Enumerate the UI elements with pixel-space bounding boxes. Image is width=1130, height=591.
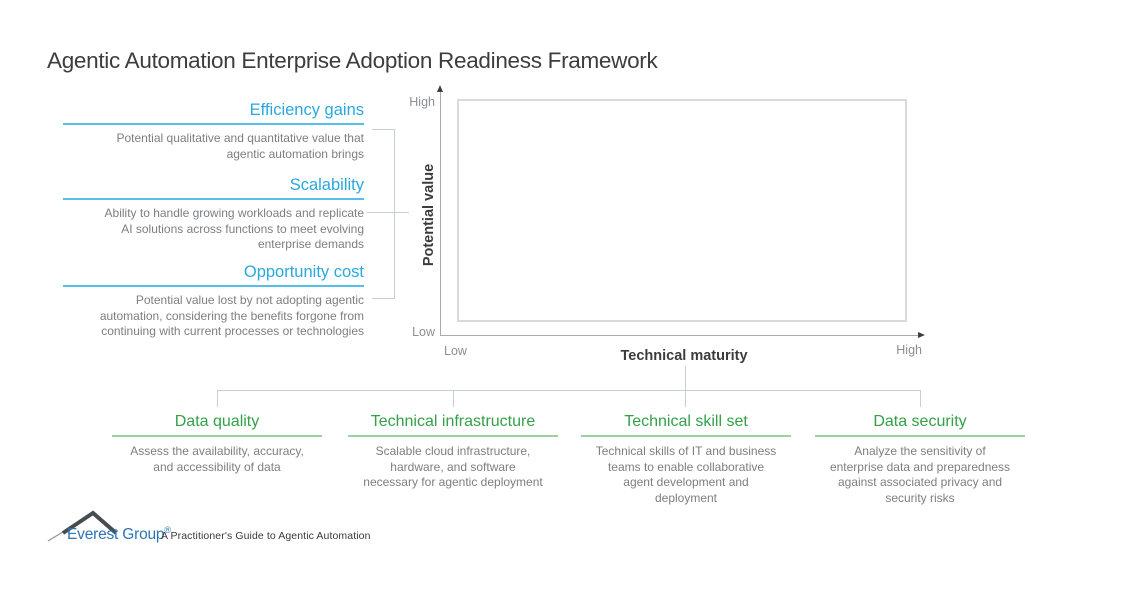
readiness-factor-description: Assess the availability, accuracy,and ac… [130, 444, 304, 474]
y-axis-line [440, 92, 441, 335]
y-axis-arrow-icon [437, 85, 443, 92]
value-driver-underline [63, 123, 364, 125]
value-driver-description: Ability to handle growing workloads and … [104, 206, 364, 251]
matrix-plot-area [457, 99, 907, 322]
page-title: Agentic Automation Enterprise Adoption R… [47, 48, 658, 73]
readiness-factor-label: Data quality [174, 413, 260, 430]
registered-mark: ® [164, 525, 171, 535]
value-driver-label: Opportunity cost [243, 263, 364, 281]
x-axis-low-label: Low [444, 344, 467, 358]
factors-connector-drop [217, 390, 218, 407]
brand-name: Everest Group® [67, 525, 171, 544]
value-drivers-bracket-bottom [372, 298, 395, 299]
brand-logo: Everest Group® A Practitioner's Guide to… [46, 508, 406, 548]
value-drivers-bracket-top [372, 129, 395, 130]
value-driver-item: Scalability Ability to handle growing wo… [63, 175, 364, 253]
readiness-factor-item: Technical skill set Technical skills of … [566, 412, 806, 506]
value-driver-description: Potential value lost by not adopting age… [99, 293, 364, 338]
factors-connector-drop [685, 390, 686, 407]
value-driver-item: Opportunity cost Potential value lost by… [63, 262, 364, 340]
y-axis-low-label: Low [412, 325, 435, 339]
readiness-factor-underline [581, 435, 791, 437]
x-axis-high-label: High [896, 343, 922, 357]
readiness-factor-underline [348, 435, 558, 437]
y-axis-title: Potential value [421, 163, 437, 267]
readiness-factor-item: Data quality Assess the availability, ac… [97, 412, 337, 475]
factors-connector-drop [453, 390, 454, 407]
value-drivers-bracket-middle [367, 212, 409, 213]
y-axis-high-label: High [409, 95, 435, 109]
readiness-factor-underline [112, 435, 322, 437]
value-driver-label: Scalability [289, 176, 364, 194]
readiness-factor-underline [815, 435, 1025, 437]
value-driver-label: Efficiency gains [249, 101, 364, 119]
factors-connector-horizontal [217, 390, 921, 391]
readiness-factor-item: Data security Analyze the sensitivity of… [800, 412, 1040, 506]
readiness-factor-label: Technical infrastructure [370, 413, 536, 430]
brand-name-text: Everest Group [67, 526, 165, 544]
factors-connector-stem [685, 366, 686, 390]
factors-connector-drop [920, 390, 921, 407]
readiness-factor-label: Data security [873, 413, 967, 430]
mountain-peak-icon [47, 510, 118, 542]
value-driver-underline [63, 198, 364, 200]
readiness-factor-item: Technical infrastructure Scalable cloud … [333, 412, 573, 491]
x-axis-title: Technical maturity [620, 348, 748, 364]
brand-tagline: A Practitioner's Guide to Agentic Automa… [161, 530, 371, 542]
readiness-factor-description: Scalable cloud infrastructure,hardware, … [363, 444, 543, 489]
value-driver-item: Efficiency gains Potential qualitative a… [63, 100, 364, 162]
value-driver-underline [63, 285, 364, 287]
value-drivers-bracket-vertical [394, 129, 395, 299]
x-axis-line [440, 335, 922, 336]
readiness-factor-label: Technical skill set [624, 413, 748, 430]
x-axis-arrow-icon [918, 332, 925, 338]
value-driver-description: Potential qualitative and quantitative v… [116, 131, 364, 161]
